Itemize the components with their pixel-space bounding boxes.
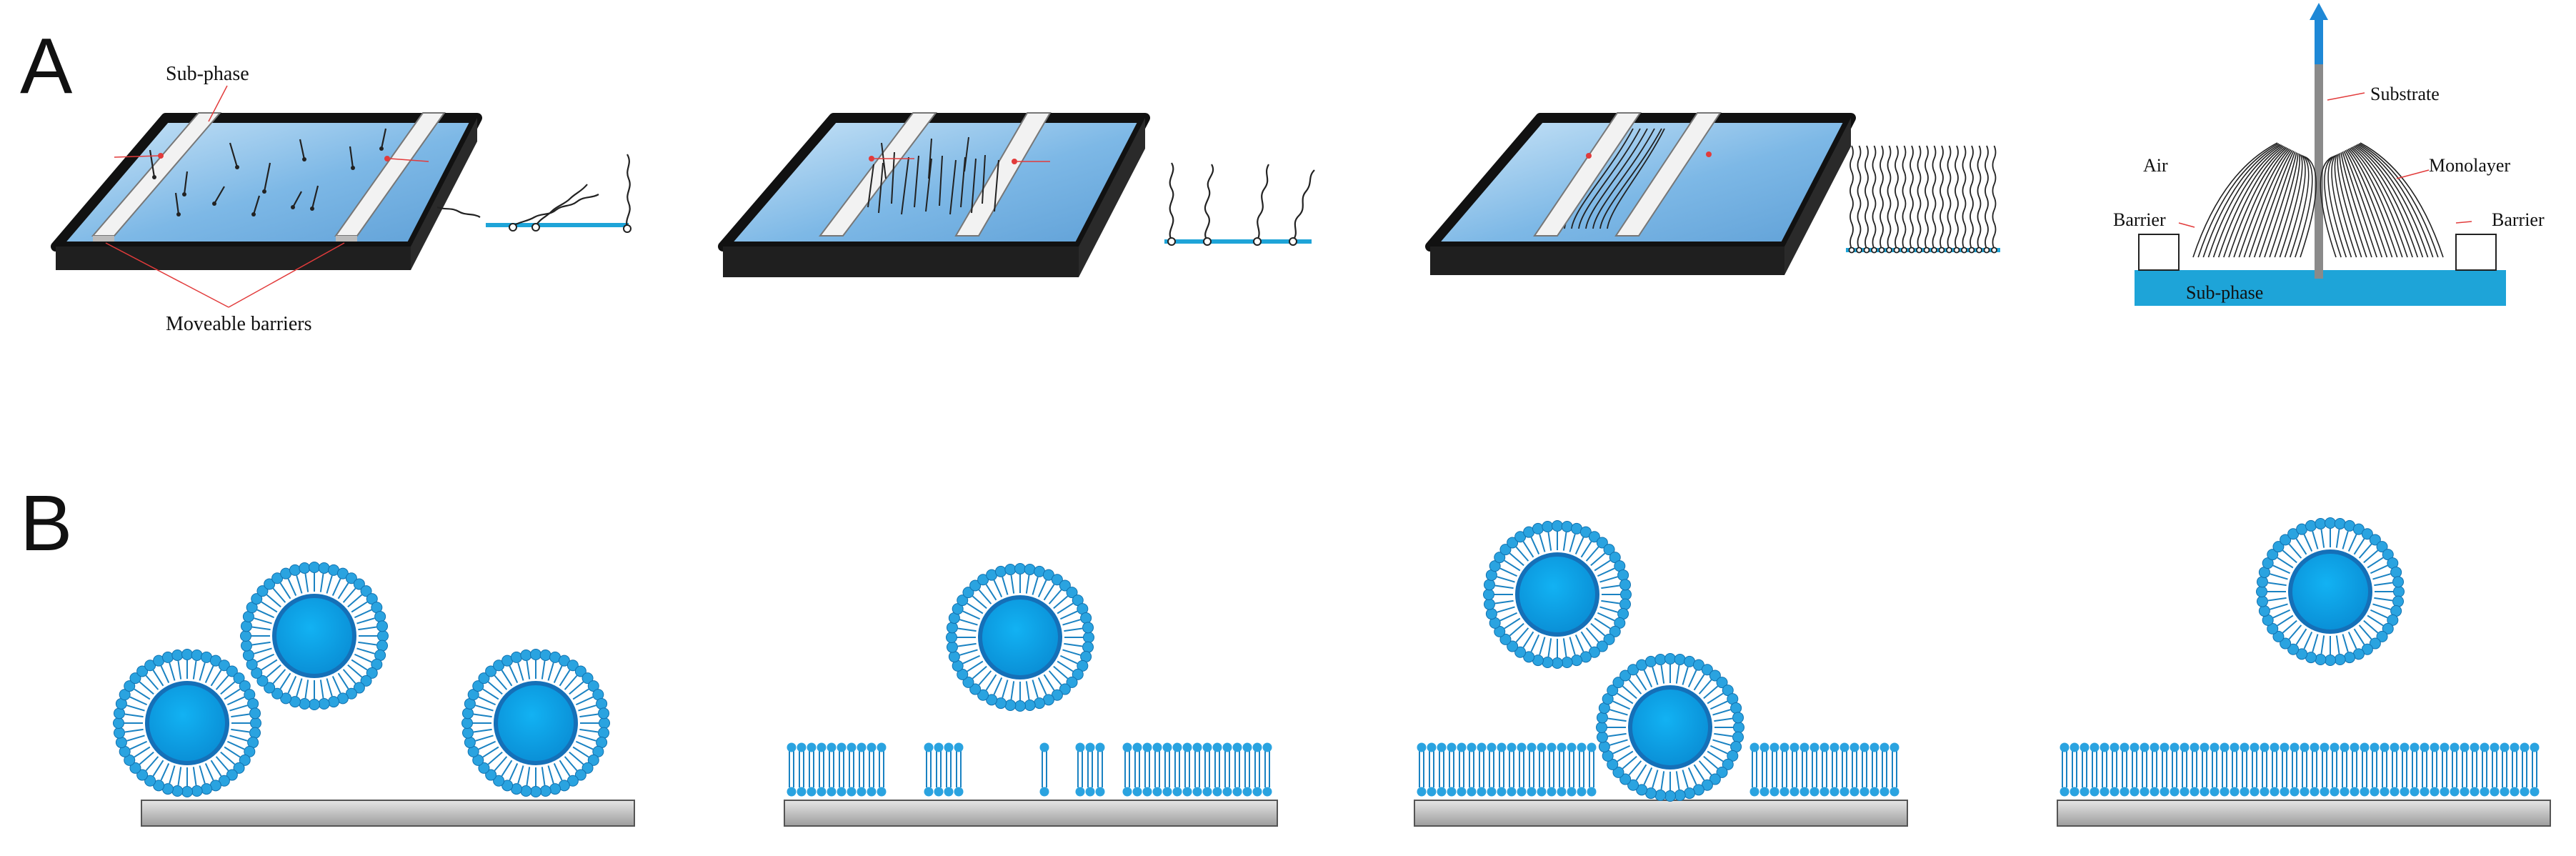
bilayer-3-a [1417,742,1597,797]
barrier-pointer-right [228,242,345,308]
lb-deposition: Substrate Air Monolayer Barrier Barrier … [2113,3,2545,306]
barrier-left-label: Barrier [2113,209,2166,230]
substrate-bar-4 [2057,800,2551,827]
substrate-label: Substrate [2370,84,2440,104]
vesicle-2-a [946,563,1094,712]
vesicle-core [272,594,356,678]
panel-b [113,517,2551,827]
barrier-right-block [2455,234,2497,271]
vesicle-1-c [461,649,610,797]
barrier-left-block [2138,234,2180,271]
vesicles [113,517,2405,802]
bilayer-2-b [924,742,964,797]
barrier-2-left [818,112,938,237]
vesicle-4-a [2256,517,2405,666]
sub-phase-label: Sub-phase [166,63,249,85]
vesicle-core [145,681,229,765]
bilayer-2-e [1122,742,1272,797]
panel-a-letter: A [20,22,73,110]
sub-phase-bottom-label: Sub-phase [2186,282,2263,303]
gas-phase-molecules [436,154,631,233]
panel-b-letter: B [20,479,72,567]
bilayer-3-b [1749,742,1899,797]
panel-a: Sub-phase Moveable barriers [51,3,2545,335]
bilayer-2-d [1075,742,1105,797]
upward-arrow [2310,3,2328,20]
substrate-plate [2315,64,2323,279]
substrate-bar-1 [141,800,635,827]
vesicle-1-b [240,562,389,710]
sub-phase-pointer [208,85,228,122]
barrier-2-right [954,112,1052,237]
air-label: Air [2143,155,2168,176]
trough-2 [718,112,1150,277]
trough-3 [1425,112,1856,275]
bilayer-4 [2060,742,2540,797]
solid-phase-molecules [1846,145,2000,254]
bilayers [787,742,2540,797]
bilayer-2-c [1039,742,1049,797]
barrier-3-right [1614,112,1722,237]
barrier-right-label: Barrier [2492,209,2545,230]
vesicle-core [1515,552,1599,637]
vesicle-core [494,681,578,765]
monolayer-label: Monolayer [2429,155,2510,176]
bilayer-2-a [787,742,887,797]
trough-1 [51,112,482,270]
moveable-barriers-label: Moveable barriers [166,313,311,335]
substrate-bar-2 [784,800,1278,827]
liquid-phase-molecules [1164,162,1315,246]
vesicle-core [1628,685,1712,770]
vesicle-core [978,595,1062,680]
vesicle-3-b [1596,653,1744,802]
vesicle-3-a [1483,520,1632,669]
substrate-bar-3 [1414,800,1908,827]
vesicle-core [2288,549,2372,634]
vesicle-1-a [113,649,261,797]
barrier-pointer-left [105,242,229,308]
